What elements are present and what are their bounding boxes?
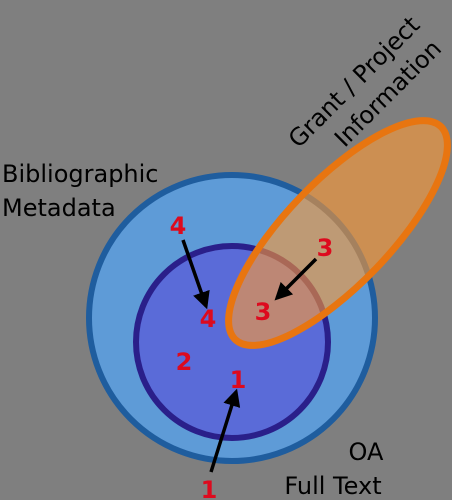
arrow-4 — [181, 239, 210, 310]
bibliographic-label-line1: Bibliographic — [2, 160, 159, 188]
number-3-outer: 3 — [317, 234, 334, 262]
number-1-outer: 1 — [201, 476, 218, 500]
number-4-inner: 4 — [200, 305, 217, 333]
oa-label-line2: Full Text — [284, 472, 381, 500]
arrow-3 — [274, 257, 318, 301]
oa-label-line1: OA — [349, 438, 384, 466]
number-3-inner: 3 — [255, 298, 272, 326]
number-1-inner: 1 — [230, 366, 247, 394]
number-2: 2 — [176, 348, 193, 376]
arrow-1 — [209, 388, 241, 473]
number-4-outer: 4 — [170, 212, 187, 240]
bibliographic-label-line2: Metadata — [2, 194, 116, 222]
